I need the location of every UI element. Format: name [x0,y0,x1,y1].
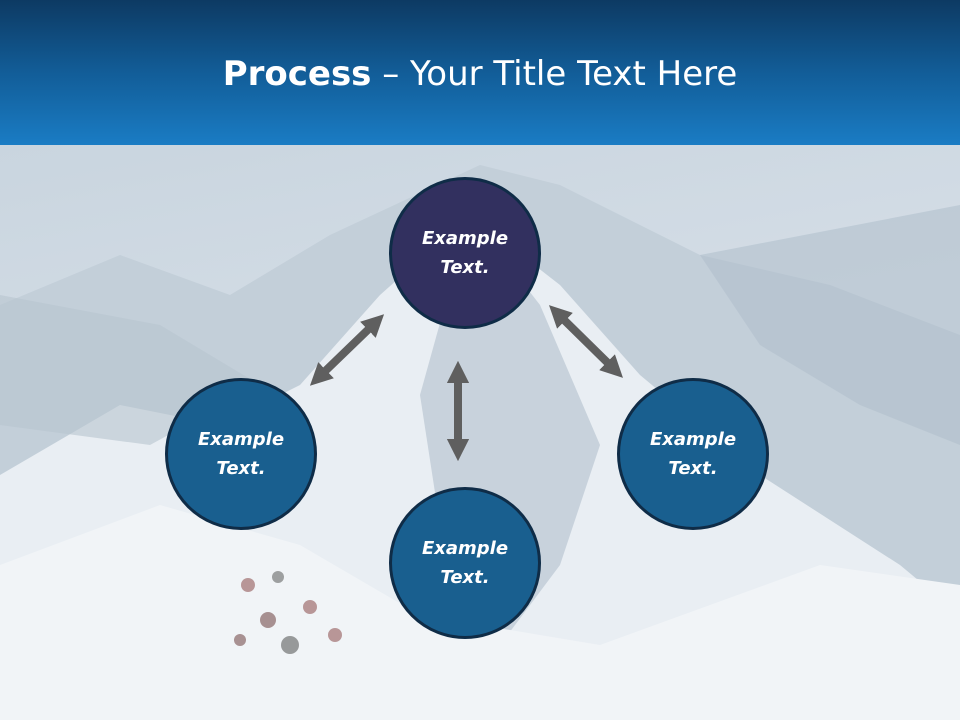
title-bold: Process [222,54,372,94]
climbers-group [234,571,342,654]
slide-title: Process – Your Title Text Here [0,52,960,96]
node-text-line1: Example [421,538,509,559]
node-text-line2: Text. [440,567,490,588]
node-text-line1: Example [421,228,509,249]
title-bar [0,0,960,145]
node-text-line1: Example [649,429,737,450]
node-text-line2: Text. [216,458,266,479]
title-rest: – Your Title Text Here [371,54,738,94]
node-text-line2: Text. [440,257,490,278]
node-text-line1: Example [197,429,285,450]
node-text-line2: Text. [668,458,718,479]
